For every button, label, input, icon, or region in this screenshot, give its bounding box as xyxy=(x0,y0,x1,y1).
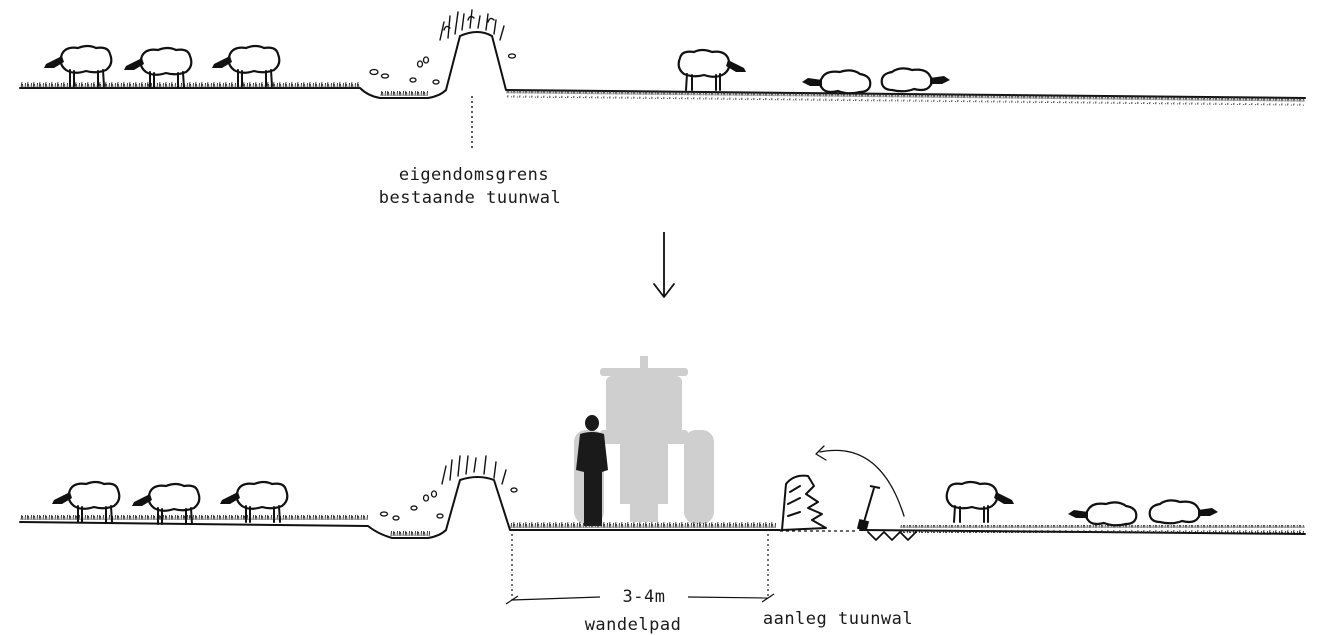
before-section: eigendomsgrens bestaande tuunwal xyxy=(19,9,1306,208)
sheep-4 xyxy=(679,50,746,90)
label-width: 3-4m xyxy=(623,587,666,607)
new-tuunwal xyxy=(781,474,827,531)
label-eigendomsgrens: eigendomsgrens xyxy=(399,165,549,185)
tractor-silhouette xyxy=(574,356,714,524)
down-arrow-icon xyxy=(653,232,675,298)
sheep-3 xyxy=(210,44,281,88)
after-section: 3-4m wandelpad aanleg tuunwal xyxy=(19,356,1306,635)
label-bestaande-tuunwal: bestaande tuunwal xyxy=(379,188,562,208)
sheep-1 xyxy=(42,44,113,88)
sheep-6 xyxy=(882,68,950,91)
sheep-5 xyxy=(800,69,872,95)
person-silhouette xyxy=(576,415,608,526)
spade-icon xyxy=(856,485,881,532)
label-aanleg-tuunwal: aanleg tuunwal xyxy=(763,609,913,629)
dimension-3-4m xyxy=(505,534,775,605)
curved-arrow-icon xyxy=(815,445,905,517)
label-wandelpad: wandelpad xyxy=(585,615,682,635)
